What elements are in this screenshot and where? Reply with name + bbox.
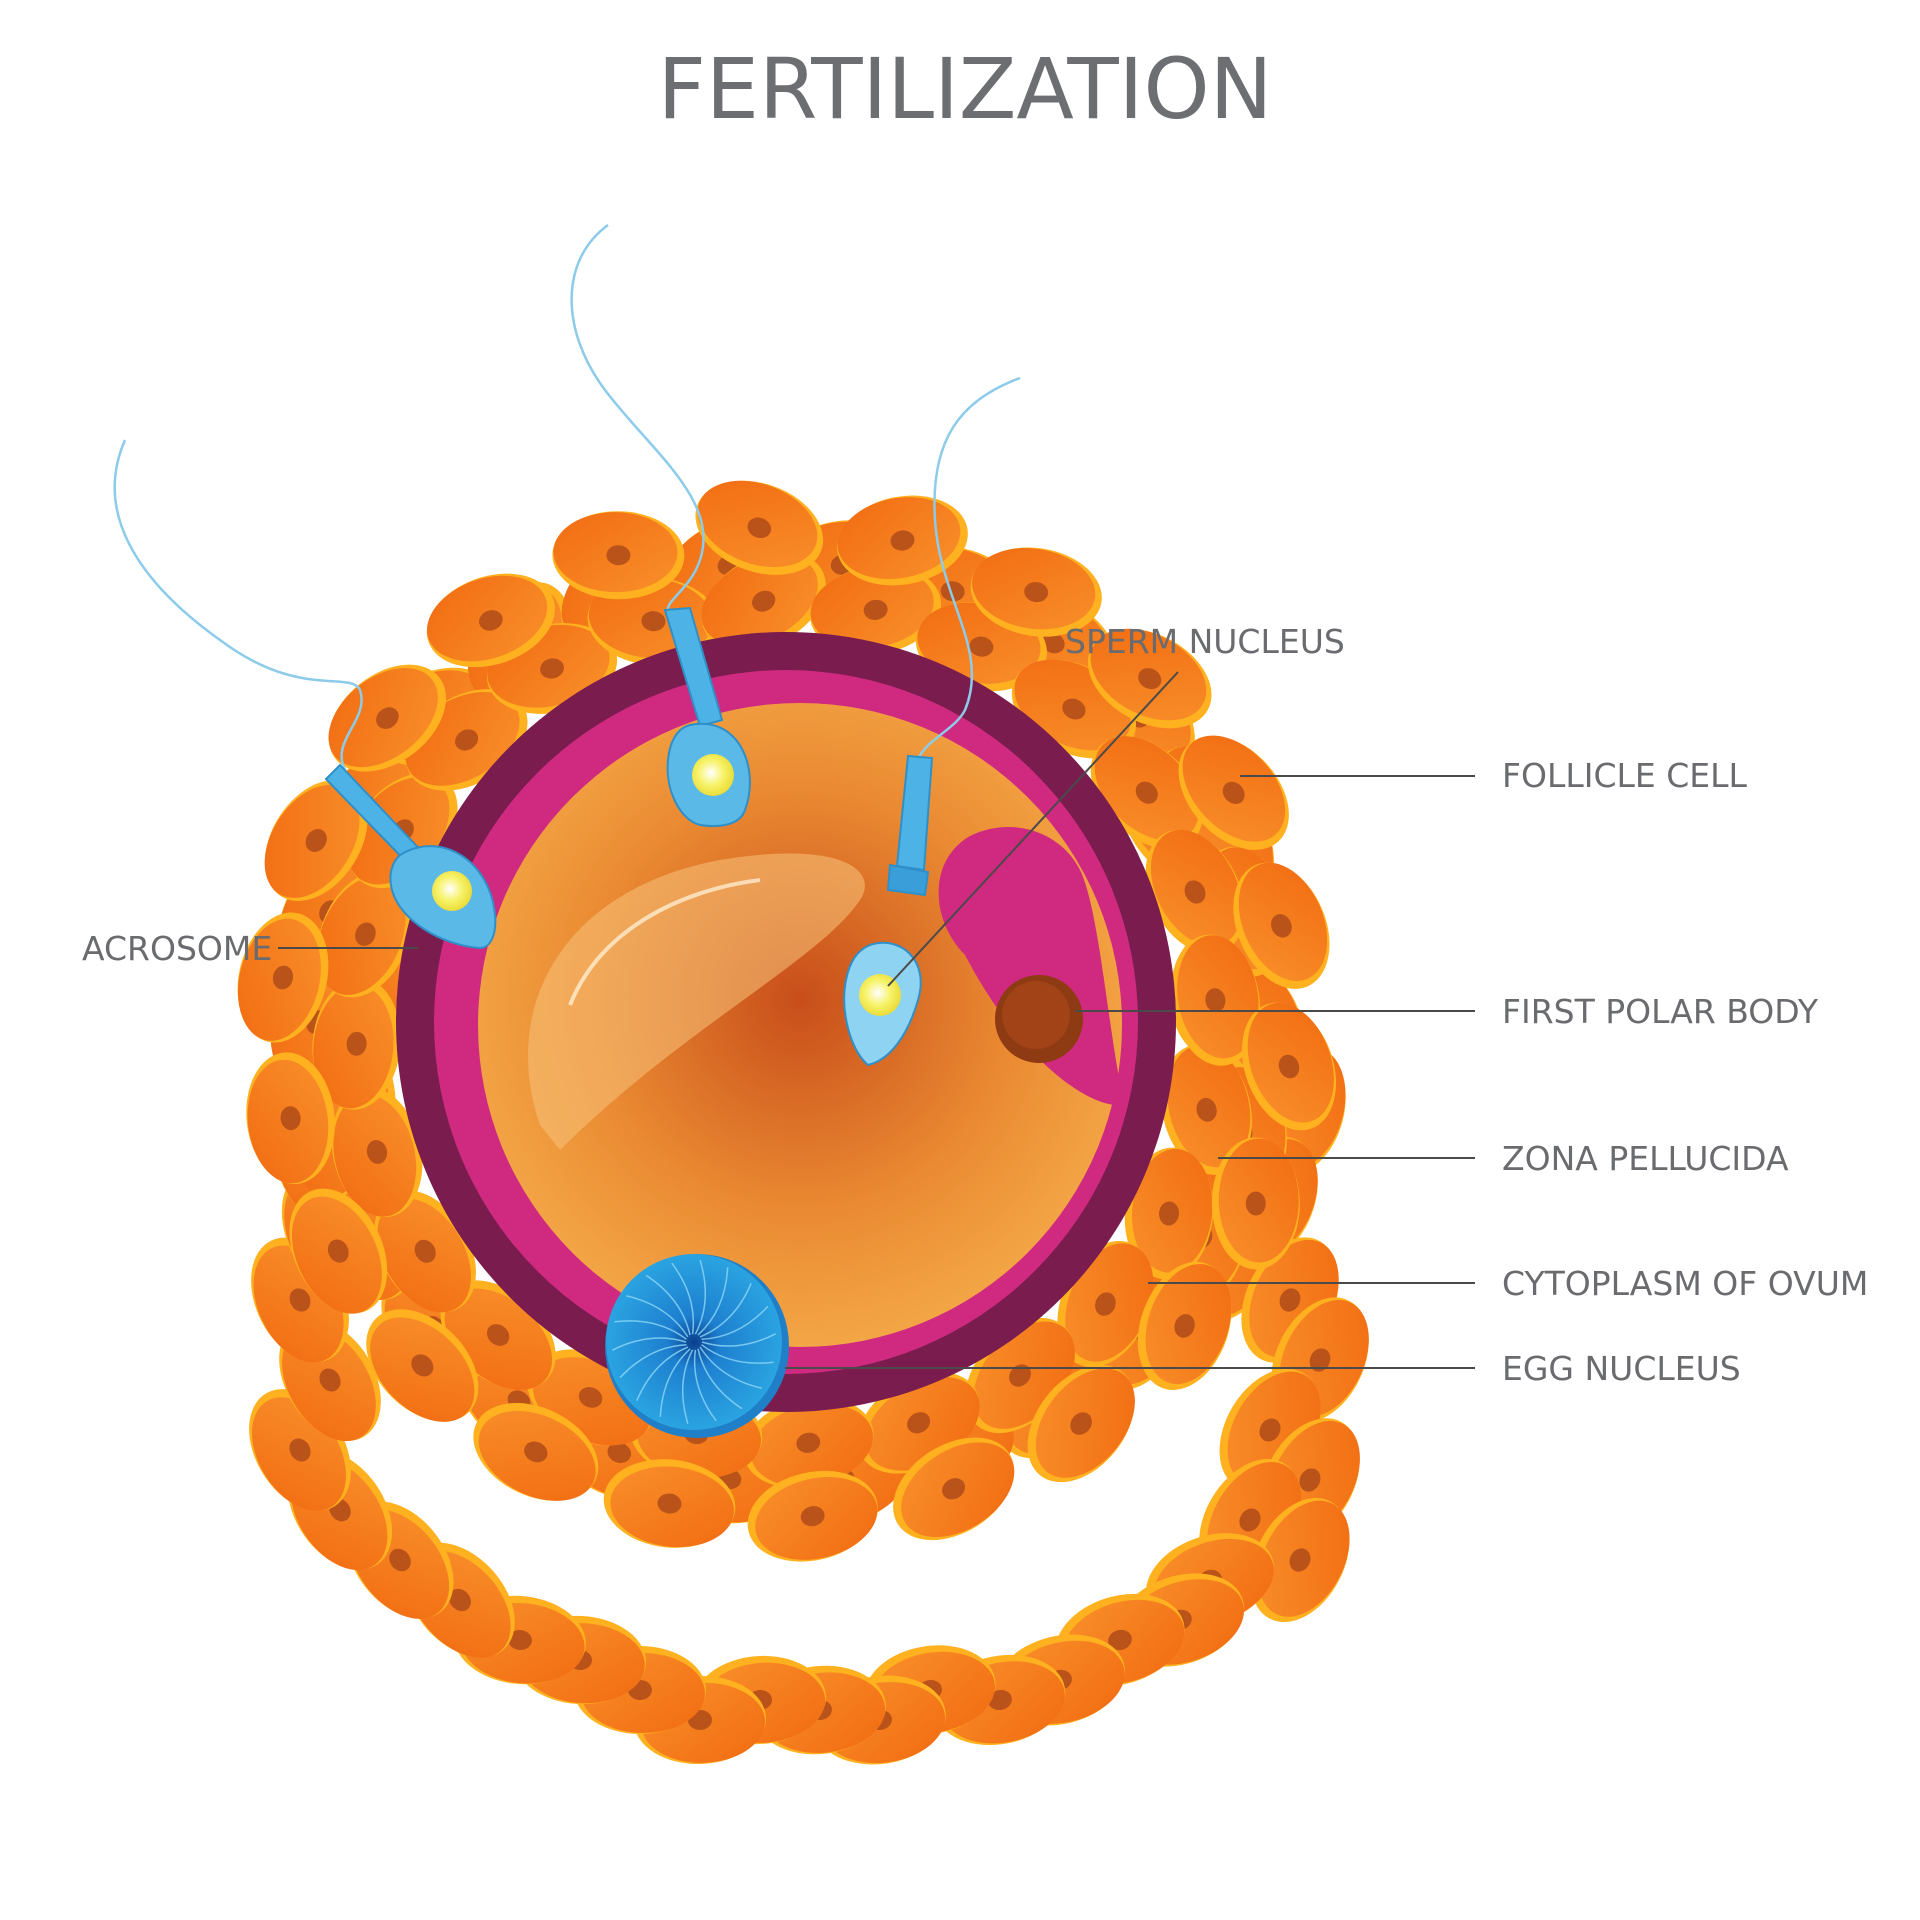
egg-nucleus (605, 1254, 789, 1438)
sperm-left (324, 763, 497, 950)
nucleus-vein (697, 1348, 743, 1410)
nucleus-vein (619, 1343, 687, 1379)
sperm-tail-right (916, 376, 1021, 761)
diagram-title: FERTILIZATION (658, 40, 1273, 138)
sperm-right (886, 754, 934, 897)
nucleus-vein (636, 1346, 689, 1401)
sperm-tail-middle (570, 223, 705, 613)
nucleus-vein (626, 1295, 689, 1338)
label-acrosome: ACROSOME (82, 929, 272, 968)
sperm-middle (663, 606, 751, 828)
nucleus-vein (614, 1320, 687, 1340)
leader-sperm-nucleus (887, 671, 1179, 987)
sperm-tail-left (113, 439, 363, 771)
nucleus-vein (699, 1346, 762, 1389)
nucleus-vein (694, 1259, 707, 1335)
label-follicle-cell: FOLLICLE CELL (1502, 756, 1748, 795)
sperm-inside (843, 941, 922, 1067)
nucleus-vein (671, 1262, 695, 1335)
leader-lines (278, 671, 1475, 1369)
nucleus-vein (645, 1274, 691, 1336)
nucleus-vein (697, 1267, 729, 1336)
label-first-polar-body: FIRST POLAR BODY (1502, 992, 1819, 1031)
label-cytoplasm-of-ovum: CYTOPLASM OF OVUM (1502, 1264, 1868, 1303)
nucleus-vein (659, 1348, 691, 1417)
first-polar-body-core (1002, 981, 1070, 1049)
nucleus-vein (701, 1344, 774, 1364)
cytoplasm-highlight (528, 853, 865, 1150)
nucleus-vein (701, 1305, 769, 1341)
label-sperm-nucleus: SPERM NUCLEUS (1065, 622, 1345, 661)
nucleus-vein (612, 1337, 687, 1351)
cytoplasm-shine (568, 878, 761, 1006)
nucleus-vein (701, 1333, 776, 1347)
label-egg-nucleus: EGG NUCLEUS (1502, 1349, 1741, 1388)
label-zona-pellucida: ZONA PELLUCIDA (1502, 1139, 1789, 1178)
nucleus-vein (699, 1283, 752, 1338)
nucleus-vein (681, 1349, 694, 1425)
nucleus-vein (693, 1349, 717, 1422)
